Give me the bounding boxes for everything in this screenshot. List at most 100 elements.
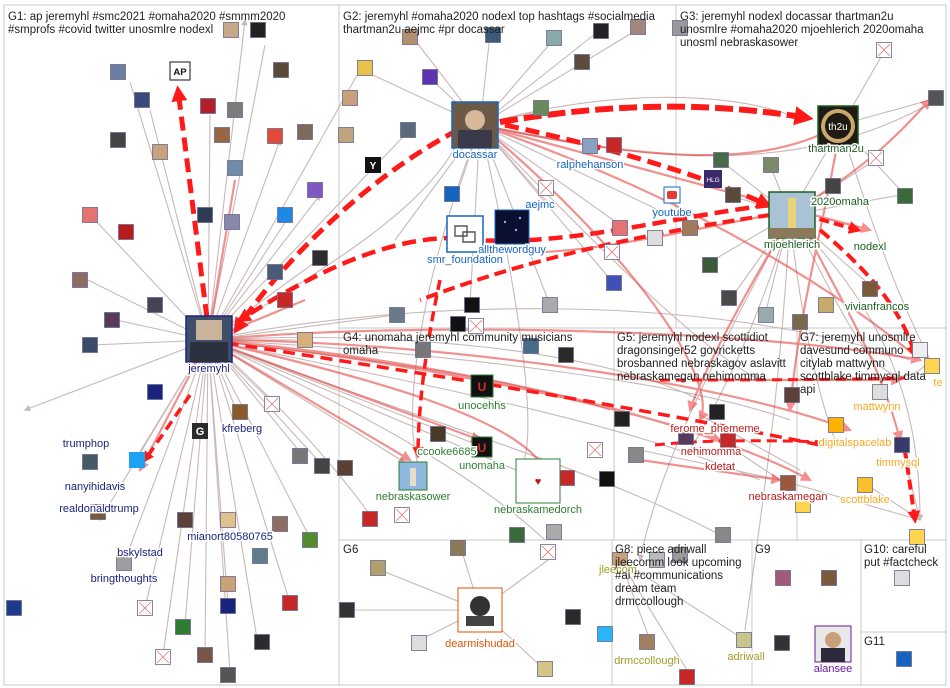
avatar-node[interactable]: [780, 475, 796, 491]
avatar-node[interactable]: [599, 471, 615, 487]
avatar-node[interactable]: [134, 92, 150, 108]
avatar-node[interactable]: [220, 512, 236, 528]
avatar-node[interactable]: [147, 384, 163, 400]
node-thartman2u[interactable]: th2u: [817, 105, 859, 147]
avatar-node[interactable]: [254, 634, 270, 650]
avatar-node[interactable]: [400, 122, 416, 138]
avatar-node[interactable]: [6, 600, 22, 616]
avatar-node[interactable]: [450, 316, 466, 332]
avatar-node[interactable]: [679, 669, 695, 685]
node-youtube[interactable]: [663, 186, 681, 204]
avatar-node[interactable]: [828, 417, 844, 433]
avatar-node[interactable]: [857, 477, 873, 493]
avatar-node[interactable]: [924, 358, 940, 374]
avatar-node[interactable]: [152, 144, 168, 160]
node-alansee[interactable]: [814, 625, 852, 663]
node-docassar[interactable]: [451, 101, 499, 149]
avatar-node[interactable]: [612, 220, 628, 236]
avatar-node[interactable]: [614, 411, 630, 427]
avatar-node[interactable]: [220, 598, 236, 614]
avatar-node[interactable]: [297, 124, 313, 140]
avatar-node[interactable]: [277, 292, 293, 308]
avatar-node[interactable]: [232, 404, 248, 420]
avatar-node[interactable]: [533, 100, 549, 116]
avatar-node[interactable]: [220, 576, 236, 592]
avatar-node[interactable]: [200, 98, 216, 114]
avatar-node[interactable]: [647, 230, 663, 246]
avatar-node[interactable]: [702, 257, 718, 273]
avatar-node[interactable]: [312, 250, 328, 266]
avatar-node[interactable]: [582, 138, 598, 154]
avatar-node[interactable]: [273, 62, 289, 78]
avatar-node[interactable]: [649, 552, 665, 568]
avatar-node[interactable]: [277, 207, 293, 223]
avatar-node[interactable]: [110, 64, 126, 80]
avatar-node[interactable]: [338, 127, 354, 143]
avatar-node[interactable]: [559, 470, 575, 486]
avatar-node[interactable]: [267, 264, 283, 280]
avatar-node[interactable]: [672, 547, 688, 563]
avatar-node[interactable]: [725, 187, 741, 203]
avatar-node[interactable]: [574, 54, 590, 70]
avatar-node[interactable]: [252, 548, 268, 564]
avatar-node[interactable]: [224, 214, 240, 230]
avatar-node[interactable]: [509, 527, 525, 543]
node-twitter[interactable]: [129, 452, 145, 468]
avatar-node[interactable]: [339, 602, 355, 618]
avatar-node[interactable]: [795, 497, 811, 513]
avatar-node[interactable]: [223, 22, 239, 38]
avatar-node[interactable]: [422, 69, 438, 85]
avatar-node[interactable]: [314, 458, 330, 474]
avatar-node[interactable]: [763, 157, 779, 173]
avatar-node[interactable]: [342, 90, 358, 106]
avatar-node[interactable]: [250, 22, 266, 38]
avatar-node[interactable]: [523, 338, 539, 354]
avatar-node[interactable]: [82, 207, 98, 223]
avatar-node[interactable]: [558, 347, 574, 363]
avatar-node[interactable]: [370, 560, 386, 576]
avatar-node[interactable]: [678, 429, 694, 445]
avatar-node[interactable]: [82, 337, 98, 353]
avatar-node[interactable]: [282, 595, 298, 611]
avatar-node[interactable]: [402, 29, 418, 45]
avatar-node[interactable]: [639, 634, 655, 650]
avatar-node[interactable]: [307, 182, 323, 198]
avatar-node[interactable]: [597, 626, 613, 642]
avatar-node[interactable]: [302, 532, 318, 548]
avatar-node[interactable]: [177, 512, 193, 528]
node-dearmishudad[interactable]: [457, 587, 503, 633]
avatar-node[interactable]: [565, 609, 581, 625]
node-nebraskasower[interactable]: [398, 461, 428, 491]
avatar-node[interactable]: [546, 524, 562, 540]
avatar-node[interactable]: [197, 207, 213, 223]
avatar-node[interactable]: [682, 220, 698, 236]
avatar-node[interactable]: [758, 307, 774, 323]
node-g-logo[interactable]: G: [192, 423, 208, 439]
avatar-node[interactable]: [774, 635, 790, 651]
node-unomaha[interactable]: U: [471, 436, 493, 458]
avatar-node[interactable]: [227, 160, 243, 176]
avatar-node[interactable]: [272, 516, 288, 532]
avatar-node[interactable]: [912, 342, 928, 358]
avatar-node[interactable]: [450, 540, 466, 556]
avatar-node[interactable]: [118, 224, 134, 240]
avatar-node[interactable]: [818, 297, 834, 313]
avatar-node[interactable]: [147, 297, 163, 313]
avatar-node[interactable]: [896, 651, 912, 667]
avatar-node[interactable]: [862, 281, 878, 297]
avatar-node[interactable]: [90, 504, 106, 520]
avatar-node[interactable]: [672, 20, 688, 36]
avatar-node[interactable]: [775, 570, 791, 586]
avatar-node[interactable]: [928, 90, 944, 106]
avatar-node[interactable]: [593, 23, 609, 39]
avatar-node[interactable]: [784, 387, 800, 403]
avatar-node[interactable]: [606, 275, 622, 291]
avatar-node[interactable]: [82, 454, 98, 470]
avatar-node[interactable]: [72, 272, 88, 288]
avatar-node[interactable]: [720, 432, 736, 448]
avatar-node[interactable]: [292, 448, 308, 464]
node-nebraskamedorch[interactable]: ♥: [515, 458, 561, 504]
avatar-node[interactable]: [175, 619, 191, 635]
avatar-node[interactable]: [464, 297, 480, 313]
avatar-node[interactable]: [630, 19, 646, 35]
